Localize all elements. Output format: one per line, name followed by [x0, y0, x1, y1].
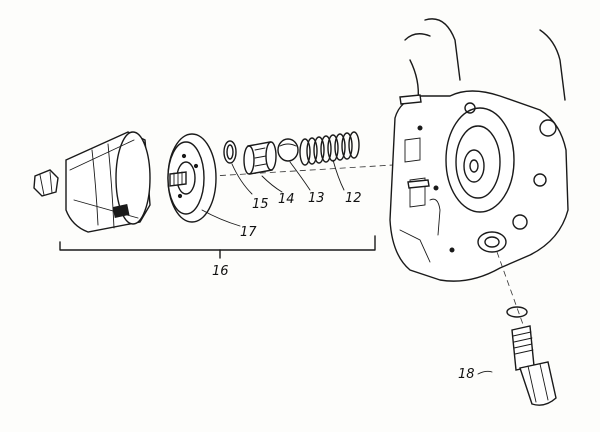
- leader-15: [231, 163, 253, 195]
- plunger-part: [277, 138, 299, 162]
- callout-16: 16: [212, 264, 229, 279]
- leader-18: [477, 370, 493, 375]
- valve-sleeve-part: [243, 141, 277, 175]
- leader-12: [332, 159, 345, 191]
- callout-18: 18: [458, 367, 475, 382]
- crankcase-housing: [389, 18, 569, 282]
- relief-valve-body: [496, 251, 557, 406]
- callout-13: 13: [308, 191, 325, 206]
- leader-13: [289, 161, 311, 191]
- callout-15: 15: [252, 197, 269, 212]
- group-bracket-16: [59, 235, 376, 251]
- filter-base-plate: [167, 133, 217, 223]
- leader-17: [201, 209, 241, 227]
- callout-12: 12: [345, 191, 362, 206]
- circlip-part: [223, 140, 237, 164]
- callout-17: 17: [240, 225, 257, 240]
- spring-part: [299, 131, 360, 166]
- callout-14: 14: [278, 192, 295, 207]
- leader-14: [261, 175, 283, 193]
- filter-canister: [33, 131, 151, 233]
- valve-axis-line: [496, 251, 526, 331]
